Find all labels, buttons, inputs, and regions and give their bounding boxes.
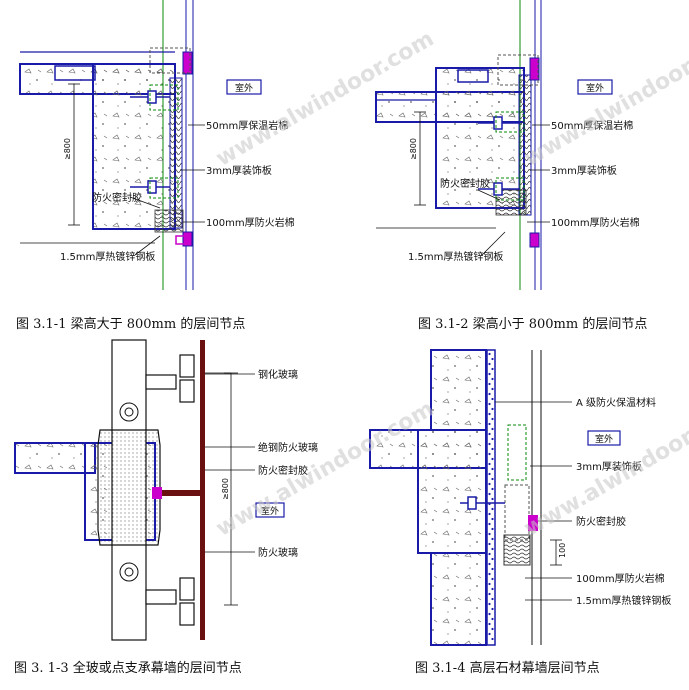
fig1-rockwool-label: 50mm厚保温岩棉 bbox=[206, 119, 288, 132]
fig3-fireinsul-label: 绝钢防火玻璃 bbox=[258, 441, 318, 454]
figure-4-drawing bbox=[369, 349, 621, 646]
fig1-caption: 图 3.1-1 梁高大于 800mm 的层间节点 bbox=[16, 317, 246, 332]
fig1-steel-label: 1.5mm厚热镀锌钢板 bbox=[60, 250, 155, 263]
fig4-caption: 图 3.1-4 高层石材幕墙层间节点 bbox=[415, 661, 600, 676]
figure-2-drawing bbox=[375, 0, 613, 290]
fig3-tempered-label: 钢化玻璃 bbox=[258, 368, 298, 381]
fig2-caption: 图 3.1-2 梁高小于 800mm 的层间节点 bbox=[418, 317, 648, 332]
fig4-insulation-dots bbox=[488, 352, 494, 641]
fig2-fireseal-label: 防火密封胶 bbox=[440, 177, 490, 190]
fig2-alu-label: 3mm厚装饰板 bbox=[551, 164, 617, 177]
fig2-rockwool-label: 50mm厚保温岩棉 bbox=[551, 119, 633, 132]
figure-1-drawing bbox=[19, 0, 262, 290]
fig1-firewool-label: 100mm厚防火岩棉 bbox=[206, 216, 295, 229]
fig3-caption: 图 3. 1-3 全玻或点支承幕墙的层间节点 bbox=[14, 661, 242, 676]
fig4-fireseal-label: 防火密封胶 bbox=[576, 515, 626, 528]
fig1-fireseal-label: 防火密封胶 bbox=[92, 191, 142, 204]
fig2-steel-label: 1.5mm厚热镀锌钢板 bbox=[408, 250, 503, 263]
figure-3-drawing bbox=[14, 339, 285, 641]
fig4-alu-label: 3mm厚装饰板 bbox=[576, 460, 642, 473]
fig4-firewool-label: 100mm厚防火岩棉 bbox=[576, 572, 665, 585]
fig4-steel-label: 1.5mm厚热镀锌钢板 bbox=[576, 594, 671, 607]
fig4-outdoor-label: 室外 bbox=[595, 433, 613, 445]
fig1-dim-label: ≥800 bbox=[63, 138, 72, 160]
fig3-fireglass-label: 防火玻璃 bbox=[258, 546, 298, 559]
fig2-outdoor-label: 室外 bbox=[586, 82, 604, 94]
fig3-outdoor-label: 室外 bbox=[261, 505, 279, 517]
fig2-firewool-label: 100mm厚防火岩棉 bbox=[551, 216, 640, 229]
fig3-dim-label: ≥800 bbox=[221, 478, 230, 500]
fig1-alu-label: 3mm厚装饰板 bbox=[206, 164, 272, 177]
fig1-outdoor-label: 室外 bbox=[235, 82, 253, 94]
fig4-aclass-label: A 级防火保温材料 bbox=[576, 396, 656, 409]
fig4-dim-label: 100 bbox=[558, 543, 567, 558]
fig2-dim-label: ≥800 bbox=[409, 138, 418, 160]
fig3-fireseal-label: 防火密封胶 bbox=[258, 464, 308, 477]
